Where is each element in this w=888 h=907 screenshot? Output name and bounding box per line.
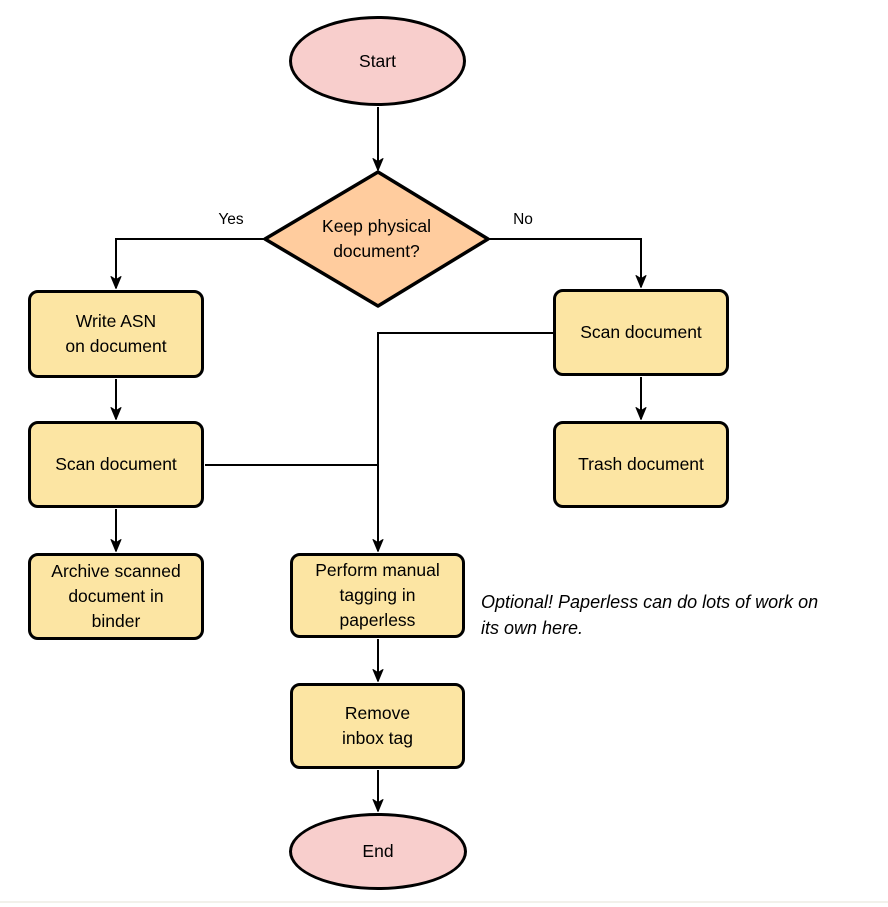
node-archive: Archive scanned document in binder <box>28 553 204 640</box>
node-end: End <box>289 813 467 890</box>
node-tagging: Perform manual tagging in paperless <box>290 553 465 638</box>
node-remove-inbox-label: Remove inbox tag <box>341 703 414 748</box>
node-end-label: End <box>362 841 394 861</box>
node-write-asn-label: Write ASN on document <box>65 311 167 356</box>
node-remove-inbox: Remove inbox tag <box>290 683 465 769</box>
decision-diamond-shape <box>263 170 490 308</box>
node-tagging-label: Perform manual tagging in paperless <box>315 560 440 630</box>
node-scan-document-right-label: Scan document <box>580 322 702 342</box>
node-start-label: Start <box>359 50 396 71</box>
node-decision-label: Keep physical document? <box>322 216 431 261</box>
node-trash: Trash document <box>553 421 729 508</box>
edge-scan-right-to-tagging <box>372 332 553 552</box>
node-decision: Keep physical document? <box>265 172 488 306</box>
edge-label-no: No <box>499 211 547 229</box>
node-scan-document-left-label: Scan document <box>55 454 177 474</box>
annotation-optional: Optional! Paperless can do lots of work … <box>481 592 819 638</box>
node-scan-document-left: Scan document <box>28 421 204 508</box>
node-start: Start <box>289 16 466 106</box>
edge-label-yes: Yes <box>207 211 255 229</box>
edge-decision-no-to-scan-right <box>488 238 647 288</box>
node-scan-document-right: Scan document <box>553 289 729 376</box>
node-trash-label: Trash document <box>578 454 704 474</box>
node-write-asn: Write ASN on document <box>28 290 204 378</box>
edge-decision-yes-to-write-asn <box>110 238 264 289</box>
node-archive-label: Archive scanned document in binder <box>51 561 181 631</box>
bottom-divider <box>0 901 888 903</box>
